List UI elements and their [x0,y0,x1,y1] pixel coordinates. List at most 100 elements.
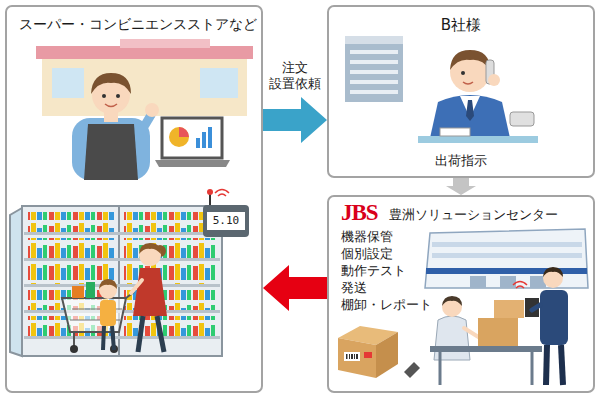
shopper-family [112,326,114,350]
shopper-family [100,300,116,326]
packing-worker [442,296,462,306]
service-item: 動作テスト [341,263,406,279]
shipping-box [338,338,376,378]
panel-box: スーパー・コンビニエンスストアなど [5,5,263,393]
shopper-family [103,326,104,350]
service-item: 棚卸・レポート [341,297,432,313]
packing-worker [464,328,480,338]
shopkeeper-figure [145,103,159,117]
packing-worker [478,318,518,346]
shopper-family [133,268,167,316]
center-heading: 豊洲ソリューションセンター [389,207,558,223]
arrow-label: 注文 設置依頼 [266,60,324,93]
operator-on-phone [510,112,534,126]
inspector-tablet [546,345,547,385]
shipping-box [354,354,355,359]
shopper-family [62,243,167,353]
office-building [350,50,398,54]
refrigerator-shelves [10,206,222,356]
store-building [200,68,238,98]
shopper-family [131,280,142,293]
shipping-box [351,354,353,359]
refrigerator-shelves [28,264,114,284]
packing-worker [442,297,462,317]
operator-on-phone [418,50,538,143]
shopkeeper-figure [142,115,151,130]
store-building [36,39,253,116]
warehouse-building [500,276,516,288]
refrigerator-shelves [118,206,120,356]
laptop-chart [169,127,189,147]
client-heading: B社様 [441,16,481,35]
warehouse-building [425,229,588,288]
inspector-tablet [513,282,527,286]
packing-worker [430,296,542,385]
temperature-logger [207,189,213,195]
inspector-tablet [532,305,540,310]
temperature-logger [207,212,245,230]
shopper-family [139,244,161,266]
laptop-chart [162,118,222,158]
office-building [350,90,398,94]
warehouse-building [425,229,588,288]
refrigerator-shelves [22,206,222,356]
laptop-chart [155,118,230,167]
temperature-logger [218,194,226,196]
operator-on-phone [463,82,473,84]
temperature-logger [209,194,211,205]
packing-worker [531,352,534,385]
task-text: 出荷指示 [435,153,487,169]
refrigerator-shelves [24,258,220,261]
flow-arrow [263,265,327,311]
flow-arrow [446,178,476,195]
packing-worker [494,300,524,318]
shopkeeper-figure [84,124,138,180]
panel-box: JBS豊洲ソリューションセンター機器保管個別設定動作テスト発送棚卸・レポート [327,195,595,393]
laptop-chart [179,127,189,137]
shopkeeper-figure [102,94,106,98]
shopper-family [86,282,95,298]
refrigerator-shelves [124,316,216,336]
warehouse-building [426,268,587,274]
office-building [345,44,403,102]
service-item: 機器保管 [341,229,393,245]
refrigerator-shelves [124,238,216,258]
office-building [345,36,403,44]
shipping-box [364,352,372,358]
shopkeeper-figure [72,73,159,180]
shopper-family [139,243,161,254]
panel-box: B社様出荷指示 [327,5,595,178]
office-building [350,60,398,64]
temperature-logger [203,189,249,237]
refrigerator-shelves [28,238,114,258]
store-building [120,39,210,48]
refrigerator-shelves [10,208,22,356]
shopkeeper-figure [116,94,120,98]
refrigerator-shelves [24,336,220,339]
laptop-chart [208,127,212,148]
shopkeeper-figure [91,73,131,94]
shopkeeper-figure [72,118,150,180]
panel-heading: スーパー・コンビニエンスストアなど [19,16,257,33]
operator-on-phone [440,128,470,136]
shipping-box [338,326,420,378]
display-reading: 5.10 [213,215,240,227]
shipping-box [376,332,398,378]
temperature-logger [203,205,249,237]
refrigerator-shelves [124,264,216,284]
inspector-tablet [543,268,563,288]
warehouse-building [470,276,486,288]
shopper-family [73,332,75,346]
flow-arrow [263,97,327,143]
shipping-box [344,352,360,361]
service-item: 個別設定 [341,246,393,262]
inspector-tablet [516,286,524,288]
office-building [345,36,403,102]
inspector-tablet [561,345,563,385]
inspector-tablet [543,267,563,277]
office-building [350,70,398,74]
inspector-tablet [513,267,568,385]
service-item: 発送 [341,280,367,296]
inspector-tablet [525,298,539,317]
shopper-family [62,298,126,332]
